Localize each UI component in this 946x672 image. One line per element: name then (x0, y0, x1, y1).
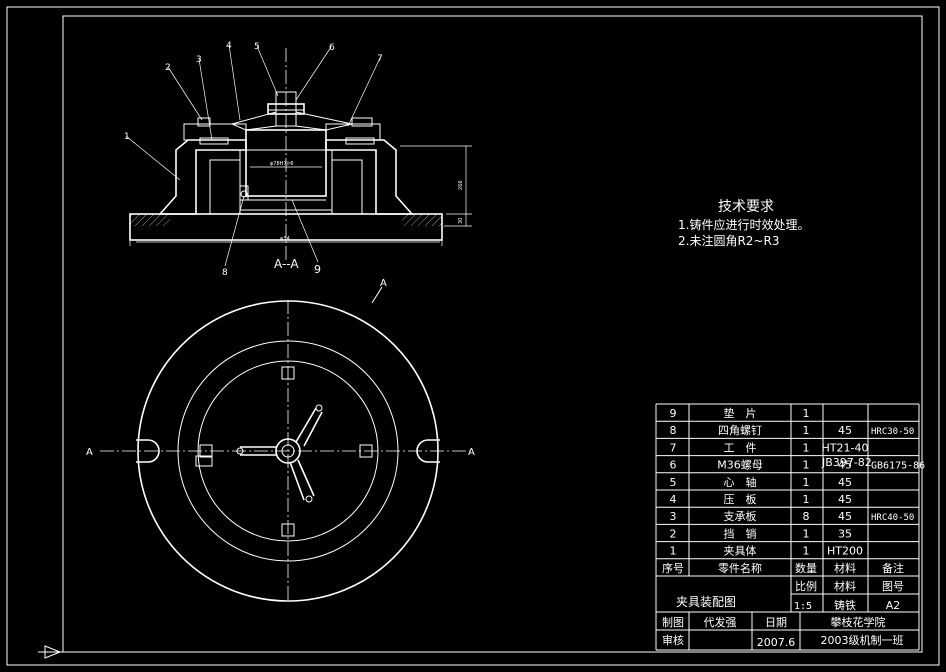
balloon-6: 6 (329, 43, 335, 53)
outer-border (6, 6, 940, 666)
part-name: 支承板 (724, 509, 757, 523)
part-name: M36螺母 (717, 459, 763, 472)
plan-view (100, 286, 470, 602)
dim-shaft: φ78H7/r6 (270, 161, 294, 167)
part-no: 7 (670, 441, 677, 454)
requirement-line-2: 2.未注圆角R2~R3 (678, 233, 779, 248)
balloon-4: 4 (226, 41, 232, 51)
header-note: 备注 (882, 561, 904, 575)
base-plate (129, 213, 443, 241)
part-material: 45 (838, 459, 852, 472)
part-name: 夹具体 (724, 544, 757, 558)
part-material: 45 (838, 493, 852, 506)
balloon-5: 5 (254, 42, 260, 52)
part-qty: 1 (803, 527, 810, 540)
balloon-3: 3 (196, 55, 202, 65)
part-no: 2 (670, 527, 677, 540)
overlap-note: JB397-82 (821, 456, 872, 469)
header-no: 序号 (662, 561, 684, 575)
drawing-name: 夹具装配图 (676, 595, 736, 609)
date-label: 日期 (765, 616, 787, 629)
part-name: 压 板 (724, 492, 757, 506)
part-qty: 1 (803, 493, 810, 506)
part-no: 4 (670, 493, 677, 506)
drawn-label: 制图 (662, 616, 684, 629)
scale-label: 比例 (795, 579, 817, 593)
balloon-1: 1 (124, 132, 130, 142)
header-material: 材料 (834, 561, 856, 575)
part-qty: 1 (803, 476, 810, 489)
part-name: 工 件 (724, 441, 757, 454)
dim-step: 30 (458, 218, 464, 224)
date-value: 2007.6 (757, 636, 796, 649)
part-note: HRC40-50 (871, 513, 914, 523)
part-name: 垫 片 (724, 406, 757, 420)
balloon-9: 9 (314, 263, 321, 276)
part-name: 心 轴 (724, 475, 757, 489)
part-note: HRC30-50 (871, 427, 914, 437)
part-qty: 1 (803, 424, 810, 437)
part-qty: 1 (803, 545, 810, 558)
balloon-2: 2 (165, 63, 171, 73)
part-material: 45 (838, 476, 852, 489)
balloon-7: 7 (377, 54, 383, 64)
part-no: 6 (670, 459, 677, 472)
requirements-title: 技术要求 (718, 199, 774, 215)
part-qty: 1 (803, 441, 810, 454)
dim-base: φ34 (280, 236, 290, 242)
part-no: 9 (670, 407, 677, 420)
sheet-value: A2 (886, 599, 901, 612)
part-qty: 1 (803, 459, 810, 472)
part-qty: 1 (803, 407, 810, 420)
check-label: 审核 (662, 633, 684, 647)
cut-marker-top: A (380, 278, 387, 289)
balloon-8: 8 (222, 268, 228, 278)
part-no: 5 (670, 476, 677, 489)
scale-value: 1:5 (794, 601, 812, 612)
drawn-by: 代发强 (704, 615, 737, 629)
part-material: 35 (838, 527, 852, 540)
header-name: 零件名称 (718, 561, 762, 575)
cut-marker-right: A (468, 447, 475, 458)
part-qty: 8 (803, 510, 810, 523)
material-value: 铸铁 (834, 598, 856, 612)
cut-marker-left: A (86, 447, 93, 458)
class-name: 2003级机制一班 (821, 633, 904, 647)
part-material: HT21-40 (822, 441, 869, 454)
part-material: 45 (838, 424, 852, 437)
part-no: 3 (670, 510, 677, 523)
section-label: A--A (274, 257, 299, 271)
part-no: 8 (670, 424, 677, 437)
part-name: 四角螺钉 (718, 424, 762, 437)
material-label: 材料 (834, 579, 856, 593)
sheet-label: 图号 (882, 580, 904, 593)
part-note: GB6175-86 (871, 461, 925, 472)
section-view (125, 44, 472, 267)
part-material: HT200 (827, 545, 863, 558)
header-qty: 数量 (795, 562, 817, 575)
part-no: 1 (670, 545, 677, 558)
inner-border (62, 15, 923, 653)
requirement-line-1: 1.铸件应进行时效处理。 (678, 217, 809, 232)
school-name: 攀枝花学院 (831, 615, 886, 629)
part-material: 45 (838, 510, 852, 523)
part-name: 挡 销 (724, 526, 757, 540)
dim-height: 266 (458, 180, 464, 190)
